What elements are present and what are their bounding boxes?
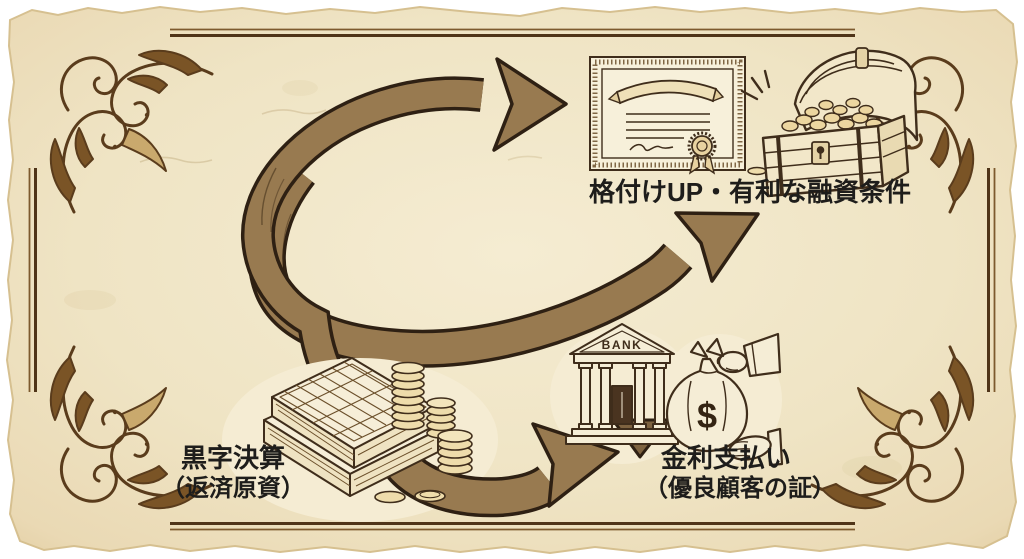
arrowhead-top: [492, 57, 568, 152]
chest-lock: [811, 141, 830, 165]
sparkle-lines: [740, 69, 771, 101]
loose-coin-detailed: [414, 489, 446, 503]
receiving-hand: [728, 427, 784, 467]
certificate-rosette: [687, 131, 717, 175]
certificate-signature: [629, 143, 674, 152]
label-rating-up: 格付けUP・有利な融資条件: [589, 177, 911, 207]
money-bag-icon: $: [665, 332, 784, 467]
giving-hand-sleeve: [742, 332, 782, 378]
label-profit: 黒字決算: [181, 443, 285, 473]
label-interest-sub: （優良顧客の証）: [644, 474, 836, 502]
dollar-sign: $: [697, 395, 717, 436]
coin-stack-low: [437, 429, 473, 475]
frame-border-lines: [28, 28, 996, 531]
treasure-chest-icon: [740, 47, 919, 198]
labels: 格付けUP・有利な融資条件 黒字決算 （返済原資） 金利支払い （優良顧客の証）: [161, 177, 911, 502]
label-interest: 金利支払い: [660, 443, 791, 473]
label-profit-sub: （返済原資）: [161, 474, 305, 502]
giving-hand: [717, 350, 749, 374]
small-coin: [747, 166, 767, 176]
certificate-icon: [589, 56, 767, 176]
coin-stacks-icon: [374, 361, 473, 504]
loose-coin: [374, 490, 406, 504]
coin-stack-tall: [391, 361, 425, 431]
arrowhead-to-rating: [674, 211, 760, 283]
bank-sign: BANK: [602, 338, 643, 352]
